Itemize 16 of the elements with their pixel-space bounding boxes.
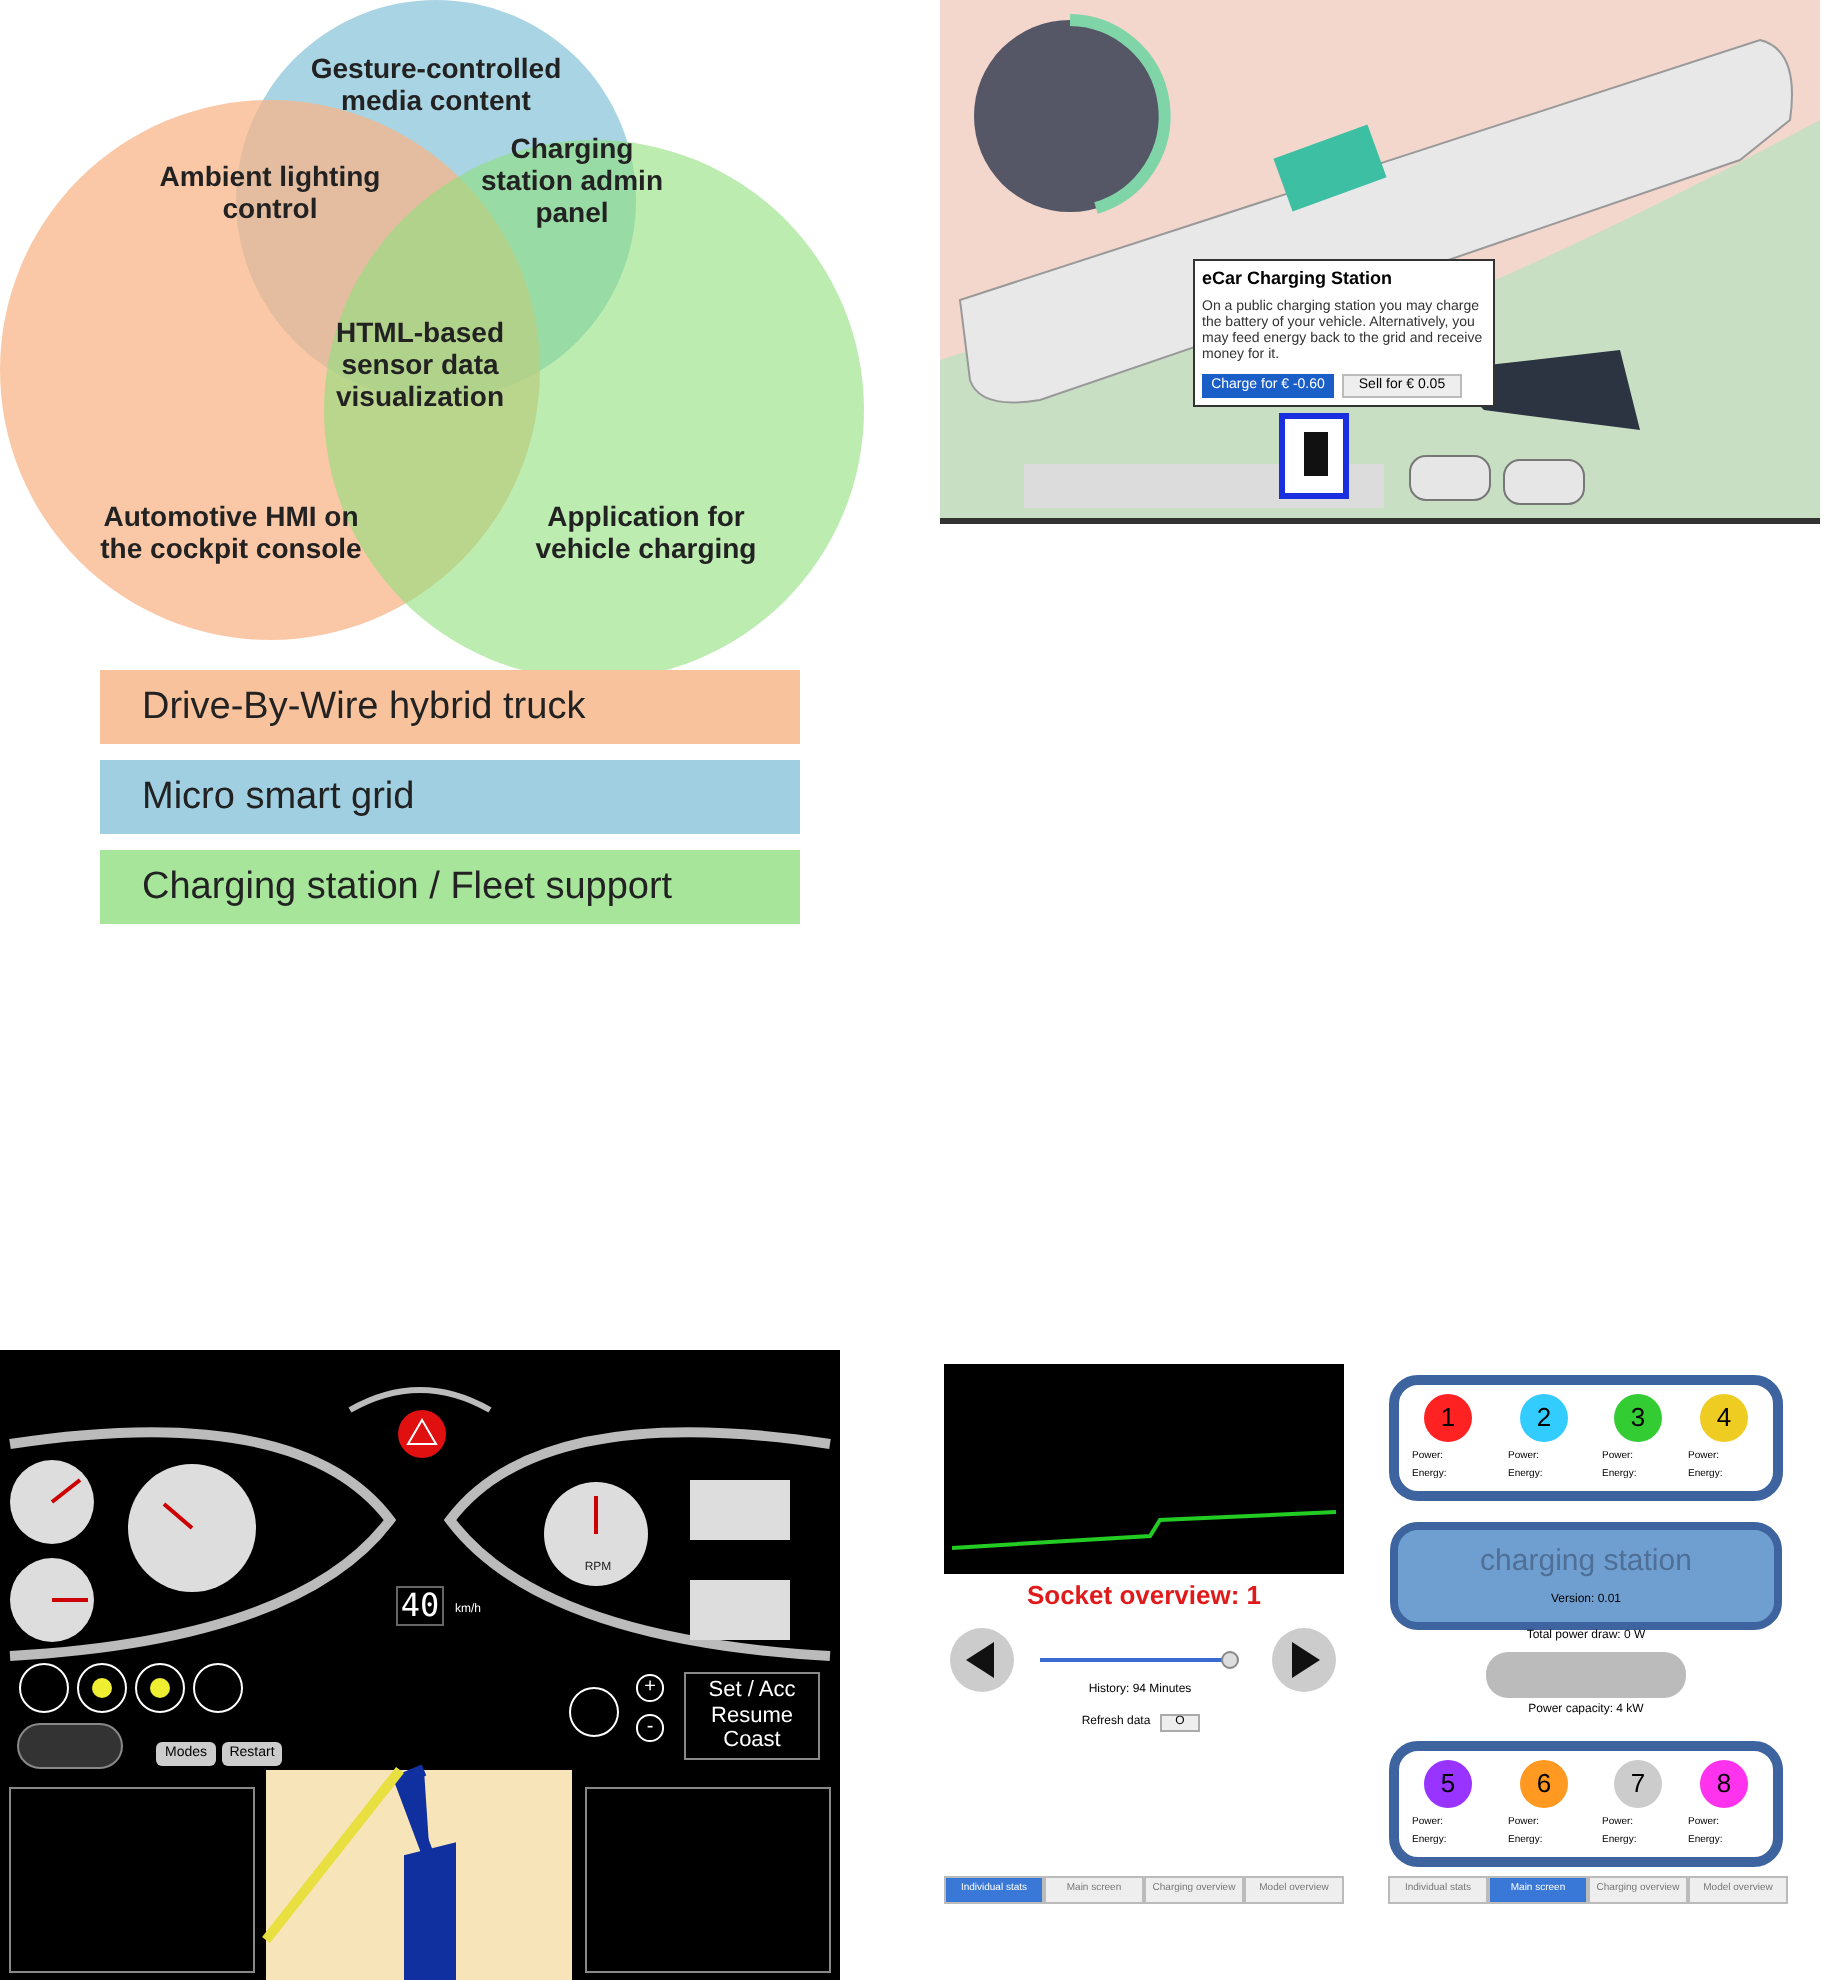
legend-text: Micro smart grid: [142, 776, 415, 820]
region-label: HTML-based sensor data visualization: [333, 316, 507, 413]
cruise-control-button: Set / Acc Resume Coast: [684, 1672, 820, 1760]
legend-text: Drive-By-Wire hybrid truck: [142, 686, 586, 730]
station-title: charging station: [1478, 1544, 1694, 1579]
popup-title: eCar Charging Station: [1202, 268, 1395, 289]
region-label: Ambient lighting control: [157, 160, 383, 225]
minus-button: -: [636, 1714, 664, 1741]
region-label: Application for vehicle charging: [533, 500, 759, 565]
speed-value: 40: [396, 1586, 444, 1627]
region-label: Automotive HMI on the cockpit console: [98, 500, 364, 565]
region-label: Charging station admin panel: [478, 132, 665, 229]
legend-text: Charging station / Fleet support: [142, 866, 673, 910]
region-label: Gesture-controlled media content: [308, 52, 564, 117]
plus-button: +: [636, 1674, 664, 1701]
section-heading: Socket overview: 1: [1024, 1582, 1264, 1612]
